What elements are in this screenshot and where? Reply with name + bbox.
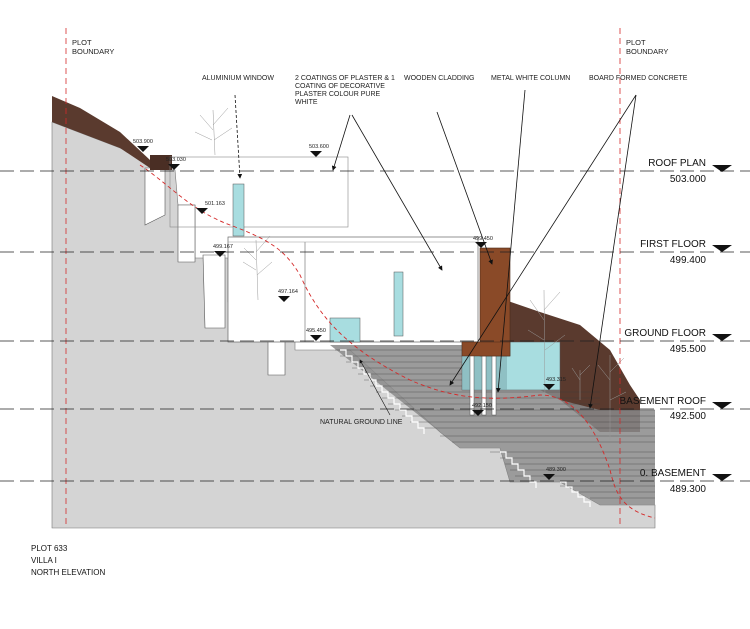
annotation-metal-column: METAL WHITE COLUMN — [491, 75, 571, 82]
spot-level: 492.150 — [472, 403, 492, 409]
level-markers — [712, 165, 732, 481]
plot-boundary-right-label: PLOT BOUNDARY — [626, 38, 669, 56]
annotation-aluminium-window: ALUMINIUM WINDOW — [202, 75, 274, 82]
soil-right — [505, 300, 640, 432]
wooden-cladding-lower — [461, 341, 511, 357]
spot-level: 503.600 — [309, 144, 329, 150]
caption-elevation: NORTH ELEVATION — [31, 568, 106, 577]
annotation-natural-ground: NATURAL GROUND LINE — [320, 419, 403, 426]
plot-boundary-left-label: PLOT BOUNDARY — [72, 38, 115, 56]
level-value-first: 499.400 — [669, 255, 706, 266]
wooden-cladding — [479, 247, 511, 357]
soil-left — [52, 96, 150, 168]
spot-level: 499.167 — [213, 244, 233, 250]
natural-ground-line — [139, 164, 656, 519]
level-name-basement: 0. BASEMENT — [639, 468, 706, 479]
caption-plot: PLOT 633 — [31, 544, 68, 553]
spot-level: 495.450 — [306, 328, 326, 334]
spot-level: 497.164 — [278, 289, 298, 295]
annotation-board-concrete: BOARD FORMED CONCRETE — [589, 75, 688, 82]
level-value-basement-roof: 492.500 — [669, 411, 706, 422]
level-name-roof: ROOF PLAN — [648, 158, 706, 169]
aluminium-window-pane — [232, 183, 245, 237]
annotation-plaster: 2 COATINGS OF PLASTER & 1 COATING OF DEC… — [295, 75, 395, 106]
ground-window — [329, 317, 361, 343]
spot-level: 503.030 — [166, 157, 186, 163]
basement-mass — [330, 345, 655, 505]
level-name-first: FIRST FLOOR — [640, 239, 706, 250]
upper-volume — [169, 156, 349, 228]
spot-level: 493.315 — [546, 377, 566, 383]
stairs — [340, 349, 591, 507]
spot-level: 503.900 — [133, 139, 153, 145]
spot-markers — [137, 146, 555, 480]
caption-villa: VILLA I — [31, 556, 57, 565]
tree-sketches — [194, 107, 627, 440]
annotation-wooden-cladding: WOODEN CLADDING — [404, 75, 475, 82]
level-value-ground: 495.500 — [669, 344, 706, 355]
retaining-walls — [144, 167, 286, 376]
level-value-roof: 503.000 — [669, 174, 706, 185]
level-name-basement-roof: BASEMENT ROOF — [619, 396, 707, 407]
spot-level: 489.300 — [546, 467, 566, 473]
level-value-basement: 489.300 — [669, 484, 706, 495]
spot-level: 499.450 — [473, 236, 493, 242]
leader-lines — [234, 89, 637, 416]
spot-level: 501.163 — [205, 201, 225, 207]
soil-block — [150, 155, 172, 170]
level-name-ground: GROUND FLOOR — [624, 328, 706, 339]
window-slit — [393, 271, 404, 337]
